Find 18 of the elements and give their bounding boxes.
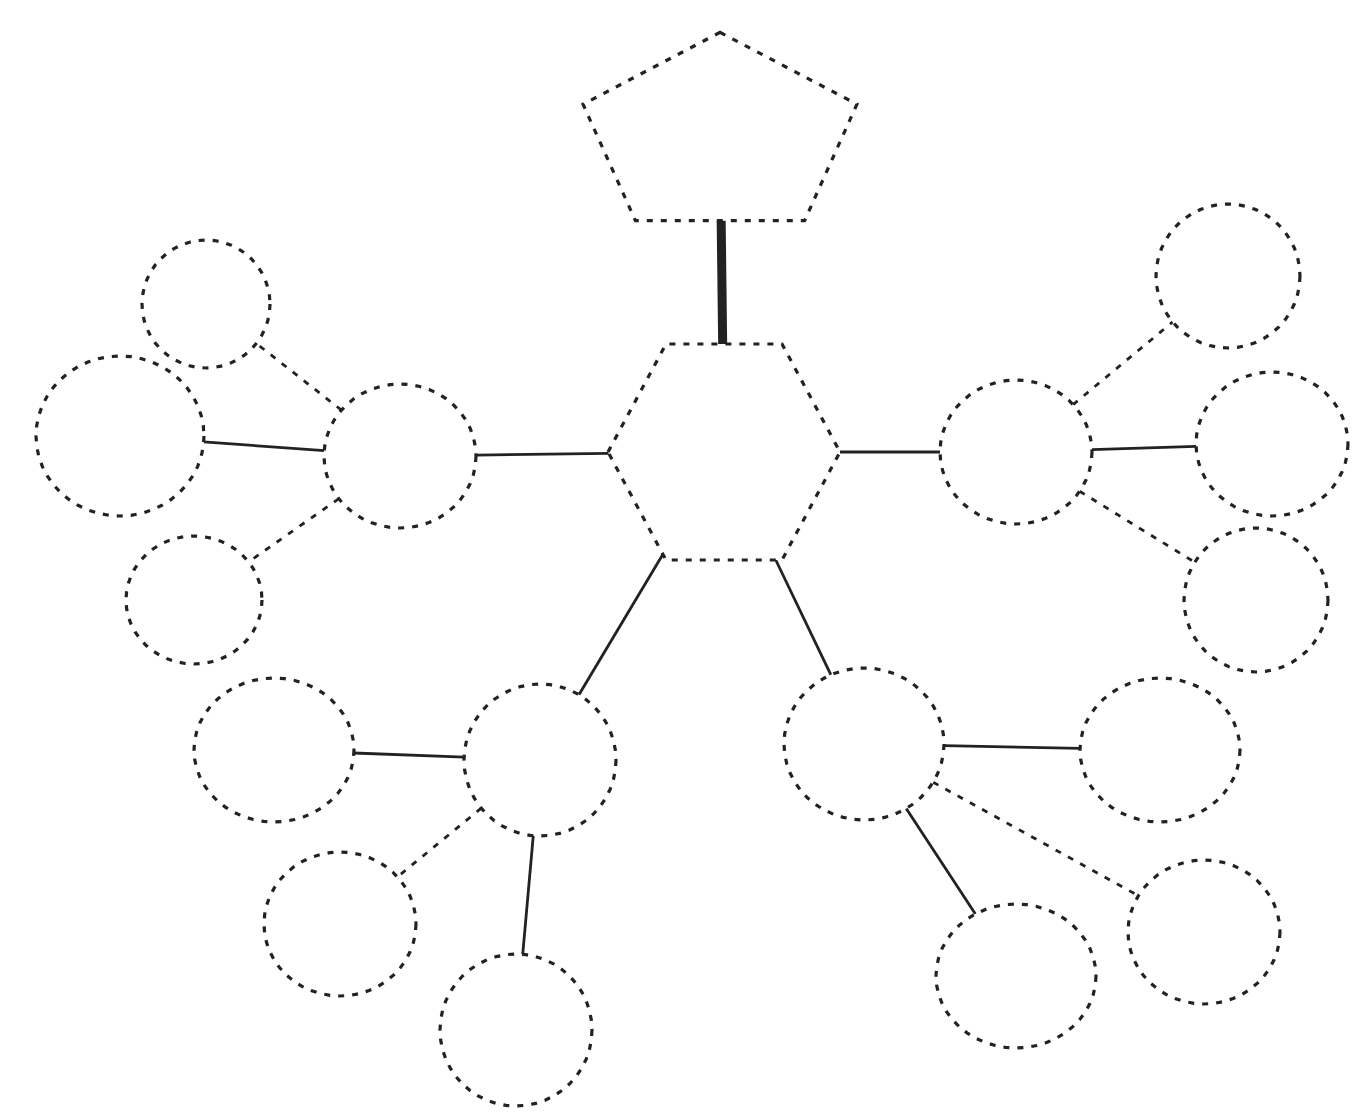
connector-line — [943, 744, 1081, 750]
connector-line — [577, 553, 665, 696]
connector-line — [203, 440, 325, 452]
hexagon-node — [608, 344, 840, 560]
connector-line — [1072, 320, 1174, 406]
connector-line — [1091, 444, 1197, 452]
connector-line — [247, 497, 340, 563]
connector-line — [255, 342, 343, 412]
connector-line — [905, 807, 977, 915]
connector-line — [774, 559, 833, 676]
connector-line — [521, 835, 535, 955]
connector-line — [353, 751, 465, 759]
connector-line — [396, 807, 483, 879]
connector-line — [716, 220, 728, 345]
connector-line — [1078, 490, 1196, 564]
connector-line — [475, 452, 609, 457]
connector-line — [932, 781, 1140, 897]
connector-line — [840, 450, 940, 454]
